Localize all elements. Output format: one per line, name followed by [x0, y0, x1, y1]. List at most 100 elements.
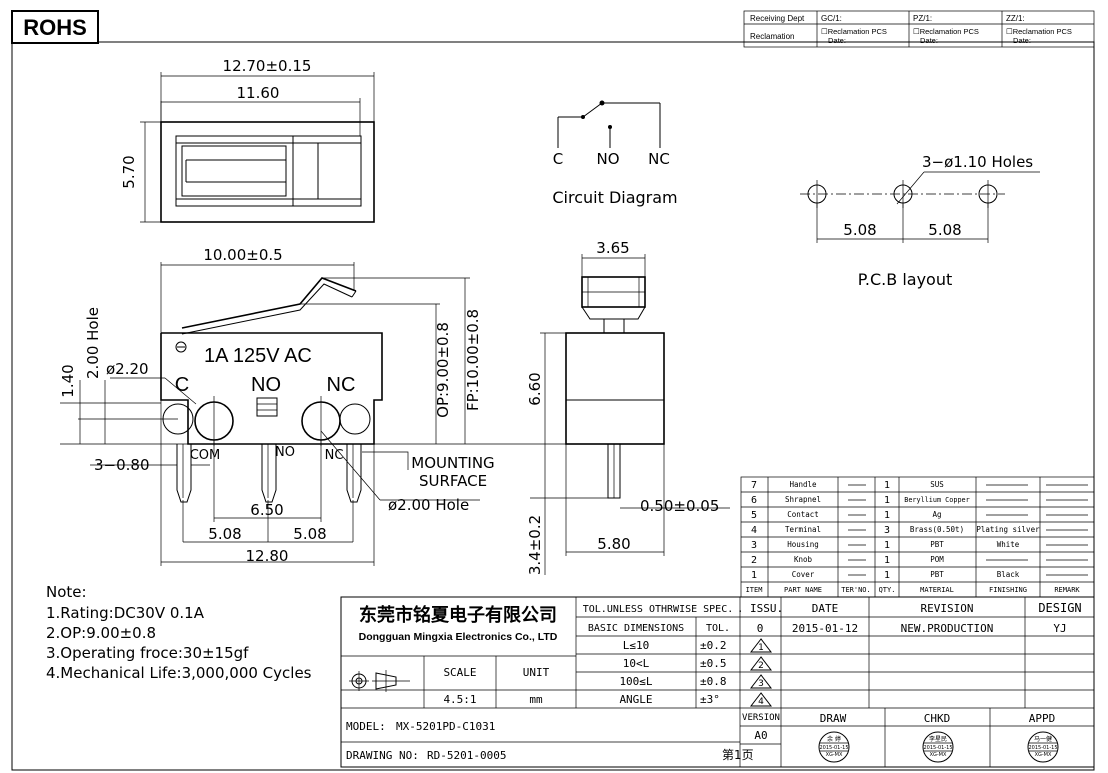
appd-header: APPD — [1029, 712, 1056, 725]
receiving-dept-label: Receiving Dept — [750, 14, 805, 23]
circuit-no-label: NO — [596, 150, 619, 168]
bom-table — [740, 476, 1095, 598]
stamp-chkd-org: XG-MX — [930, 752, 947, 758]
mounting-label: MOUNTING — [411, 454, 494, 472]
approval-pz-head: PZ/1: — [913, 14, 932, 23]
stamp-appd-name: 马一健 — [1034, 735, 1052, 743]
dim-fp: FP:10.00±0.8 — [464, 309, 482, 411]
rev-text: NEW.PRODUCTION — [901, 622, 994, 635]
tol-range-2: 10<L — [623, 657, 650, 670]
dim-3-4: 3.4±0.2 — [526, 515, 544, 575]
bom-qty: 3 — [884, 525, 890, 536]
bom-qty: 1 — [884, 540, 890, 551]
bom-material: SUS — [930, 480, 944, 489]
pcb-pitch-2: 5.08 — [928, 221, 961, 239]
scale-value: 4.5:1 — [443, 693, 476, 706]
circuit-diagram — [557, 100, 661, 148]
approval-gc-line1: ☐Reclamation PCS — [821, 27, 887, 36]
bom-header-qty: QTY. — [879, 586, 896, 594]
dim-pin-thickness: 0.50±0.05 — [640, 497, 719, 515]
rev-design: YJ — [1053, 622, 1066, 635]
bom-item: 6 — [751, 495, 757, 506]
bom-material: Brass(0.50t) — [910, 525, 964, 534]
revision-triangle-4: 4 — [758, 697, 764, 707]
revision-triangle-1: 1 — [758, 643, 764, 653]
approval-gc-head: GC/1: — [821, 14, 842, 23]
stamp-appd-date: 2015-01-15 — [1028, 745, 1057, 751]
rating-label: 1A 125V AC — [204, 345, 312, 367]
circuit-c-label: C — [553, 150, 563, 168]
stamp-appd-org: XG-MX — [1035, 752, 1052, 758]
pcb-layout-title: P.C.B layout — [858, 270, 952, 289]
dim-1-40: 1.40 — [59, 364, 77, 397]
bom-finishing: Black — [997, 570, 1020, 579]
approval-gc-line2: Date: — [828, 36, 846, 45]
bom-qty: 1 — [884, 495, 890, 506]
stamp-appd: 马一健 2015-01-15 XG-MX — [1027, 731, 1059, 763]
note-4: 4.Mechanical Life:3,000,000 Cycles — [46, 664, 312, 682]
unit-value: mm — [529, 693, 543, 706]
tol-label: TOL. — [706, 623, 730, 634]
page-number: 第1页 — [722, 748, 754, 762]
pcb-holes-note: 3−ø1.10 Holes — [922, 153, 1033, 171]
scale-label: SCALE — [443, 666, 476, 679]
front-label-c: C — [175, 374, 189, 396]
date-header: DATE — [812, 602, 839, 615]
rohs-badge — [11, 10, 99, 44]
stamp-chkd: 李星民 2015-01-15 XG-MX — [922, 731, 954, 763]
bom-header-item: ITEM — [746, 586, 763, 594]
pcb-pitch-1: 5.08 — [843, 221, 876, 239]
bom-item: 5 — [751, 510, 757, 521]
approval-pz-line1: ☐Reclamation PCS — [913, 27, 979, 36]
tol-value-3: ±0.8 — [700, 675, 727, 688]
drawing-no-value: RD-5201-0005 — [427, 749, 506, 762]
revision-triangle-3: 3 — [758, 679, 764, 689]
version-label: VERSION — [742, 713, 780, 723]
bom-part: Terminal — [785, 525, 821, 534]
bom-qty: 1 — [884, 555, 890, 566]
bom-item: 4 — [751, 525, 757, 536]
stamp-chkd-name: 李星民 — [929, 735, 947, 743]
bom-header-part: PART NAME — [784, 586, 822, 594]
tol-range-3: 100≤L — [619, 675, 652, 688]
company-name-cn: 东莞市铭夏电子有限公司 — [359, 604, 557, 625]
dim-lever-length: 10.00±0.5 — [203, 246, 282, 264]
bom-part: Housing — [787, 540, 819, 549]
approval-table: Receiving Dept Reclamation GC/1: ☐Reclam… — [743, 10, 1095, 48]
surface-label: SURFACE — [419, 472, 487, 490]
bom-part: Knob — [794, 555, 813, 564]
tol-value-1: ±0.2 — [700, 639, 727, 652]
sheet-border — [11, 41, 1095, 771]
stamp-draw-name: 余 婷 — [827, 735, 841, 743]
notes-title: Note: — [46, 583, 87, 601]
rev-date: 2015-01-12 — [792, 622, 858, 635]
top-view — [140, 72, 375, 223]
tol-value-2: ±0.5 — [700, 657, 727, 670]
dim-3-65: 3.65 — [596, 239, 629, 257]
dim-5-80: 5.80 — [597, 535, 630, 553]
circuit-diagram-title: Circuit Diagram — [552, 188, 677, 207]
bom-item: 3 — [751, 540, 757, 551]
bom-qty: 1 — [884, 480, 890, 491]
stamp-draw: 余 婷 2015-01-15 XG-MX — [818, 731, 850, 763]
model-value: MX-5201PD-C1031 — [396, 720, 495, 733]
revision-triangles — [749, 638, 773, 707]
approval-pz-line2: Date: — [920, 36, 938, 45]
company-name-en: Dongguan Mingxia Electronics Co., LTD — [359, 631, 558, 643]
bom-item: 2 — [751, 555, 757, 566]
bom-part: Cover — [792, 570, 815, 579]
design-header: DESIGN — [1038, 601, 1081, 615]
bom-item: 7 — [751, 480, 757, 491]
bom-part: Shrapnel — [785, 495, 821, 504]
dim-12-80: 12.80 — [246, 547, 289, 565]
dim-top-height: 5.70 — [120, 155, 138, 188]
dim-6-60: 6.60 — [526, 372, 544, 405]
pin-no-label: NO — [275, 445, 295, 460]
front-view — [60, 262, 540, 566]
bom-material: PBT — [930, 540, 944, 549]
rohs-label: ROHS — [23, 15, 87, 40]
tol-value-4: ±3° — [700, 693, 720, 706]
bom-header-material: MATERIAL — [920, 586, 954, 594]
reclamation-label: Reclamation — [750, 32, 794, 41]
pin-nc-label: NC — [325, 448, 344, 463]
